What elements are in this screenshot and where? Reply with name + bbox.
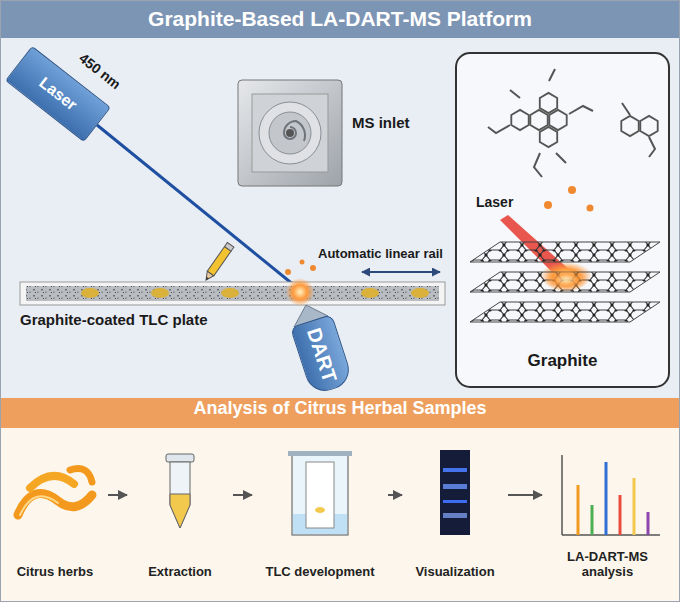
rail-arrow (362, 272, 440, 273)
node-text: Laser (36, 74, 81, 114)
node-text: Visualization (415, 564, 494, 580)
workflow-panel: Analysis of Citrus Herbal SamplesCitrus … (0, 398, 680, 602)
inset-panel (456, 53, 669, 387)
node-text: Citrus herbs (17, 564, 94, 580)
tube-icon (166, 454, 194, 528)
flow-arrow (233, 494, 252, 496)
workflow-step: TLC development (255, 440, 385, 590)
node-text: LA-DART-MS analysis (545, 549, 670, 580)
pencil (203, 242, 234, 282)
workflow-step: LA-DART-MS analysis (545, 440, 670, 590)
workflow-step: Visualization (405, 440, 505, 590)
workflow-step: Extraction (130, 440, 230, 590)
rail-label: Automatic linear rail (318, 246, 443, 261)
tlc-plate: Graphite-coated TLC plate (20, 282, 445, 334)
ms-inlet-drawing (238, 80, 342, 186)
graphite-inset: Graphite (456, 53, 669, 387)
node-text: Graphite (528, 351, 598, 371)
title-text: Graphite-Based LA-DART-MS Platform (0, 0, 680, 38)
node-text: Graphite-coated TLC plate (20, 311, 208, 328)
flow-arrow (508, 494, 542, 496)
uv-plate-icon (440, 450, 470, 535)
node-text: Analysis of Citrus Herbal Samples (0, 398, 680, 428)
node-text: TLC development (265, 564, 374, 580)
tlc-plate-drawing (20, 260, 445, 307)
spectrum-icon (562, 455, 660, 535)
laser-label: Laser (476, 194, 513, 210)
flow-arrow (388, 494, 402, 496)
flow-arrow (108, 494, 127, 496)
citrus-peel-icon (18, 469, 92, 516)
title-text: Graphite-Based LA-DART-MS Platform (148, 7, 532, 31)
node-text: MS inlet (352, 114, 410, 131)
node-text: DART (302, 325, 341, 385)
workflow-step: Citrus herbs (5, 440, 105, 590)
tlc-tank-icon (288, 451, 352, 535)
node-text: Extraction (148, 564, 212, 580)
ms-inlet: MS inlet (235, 78, 435, 190)
